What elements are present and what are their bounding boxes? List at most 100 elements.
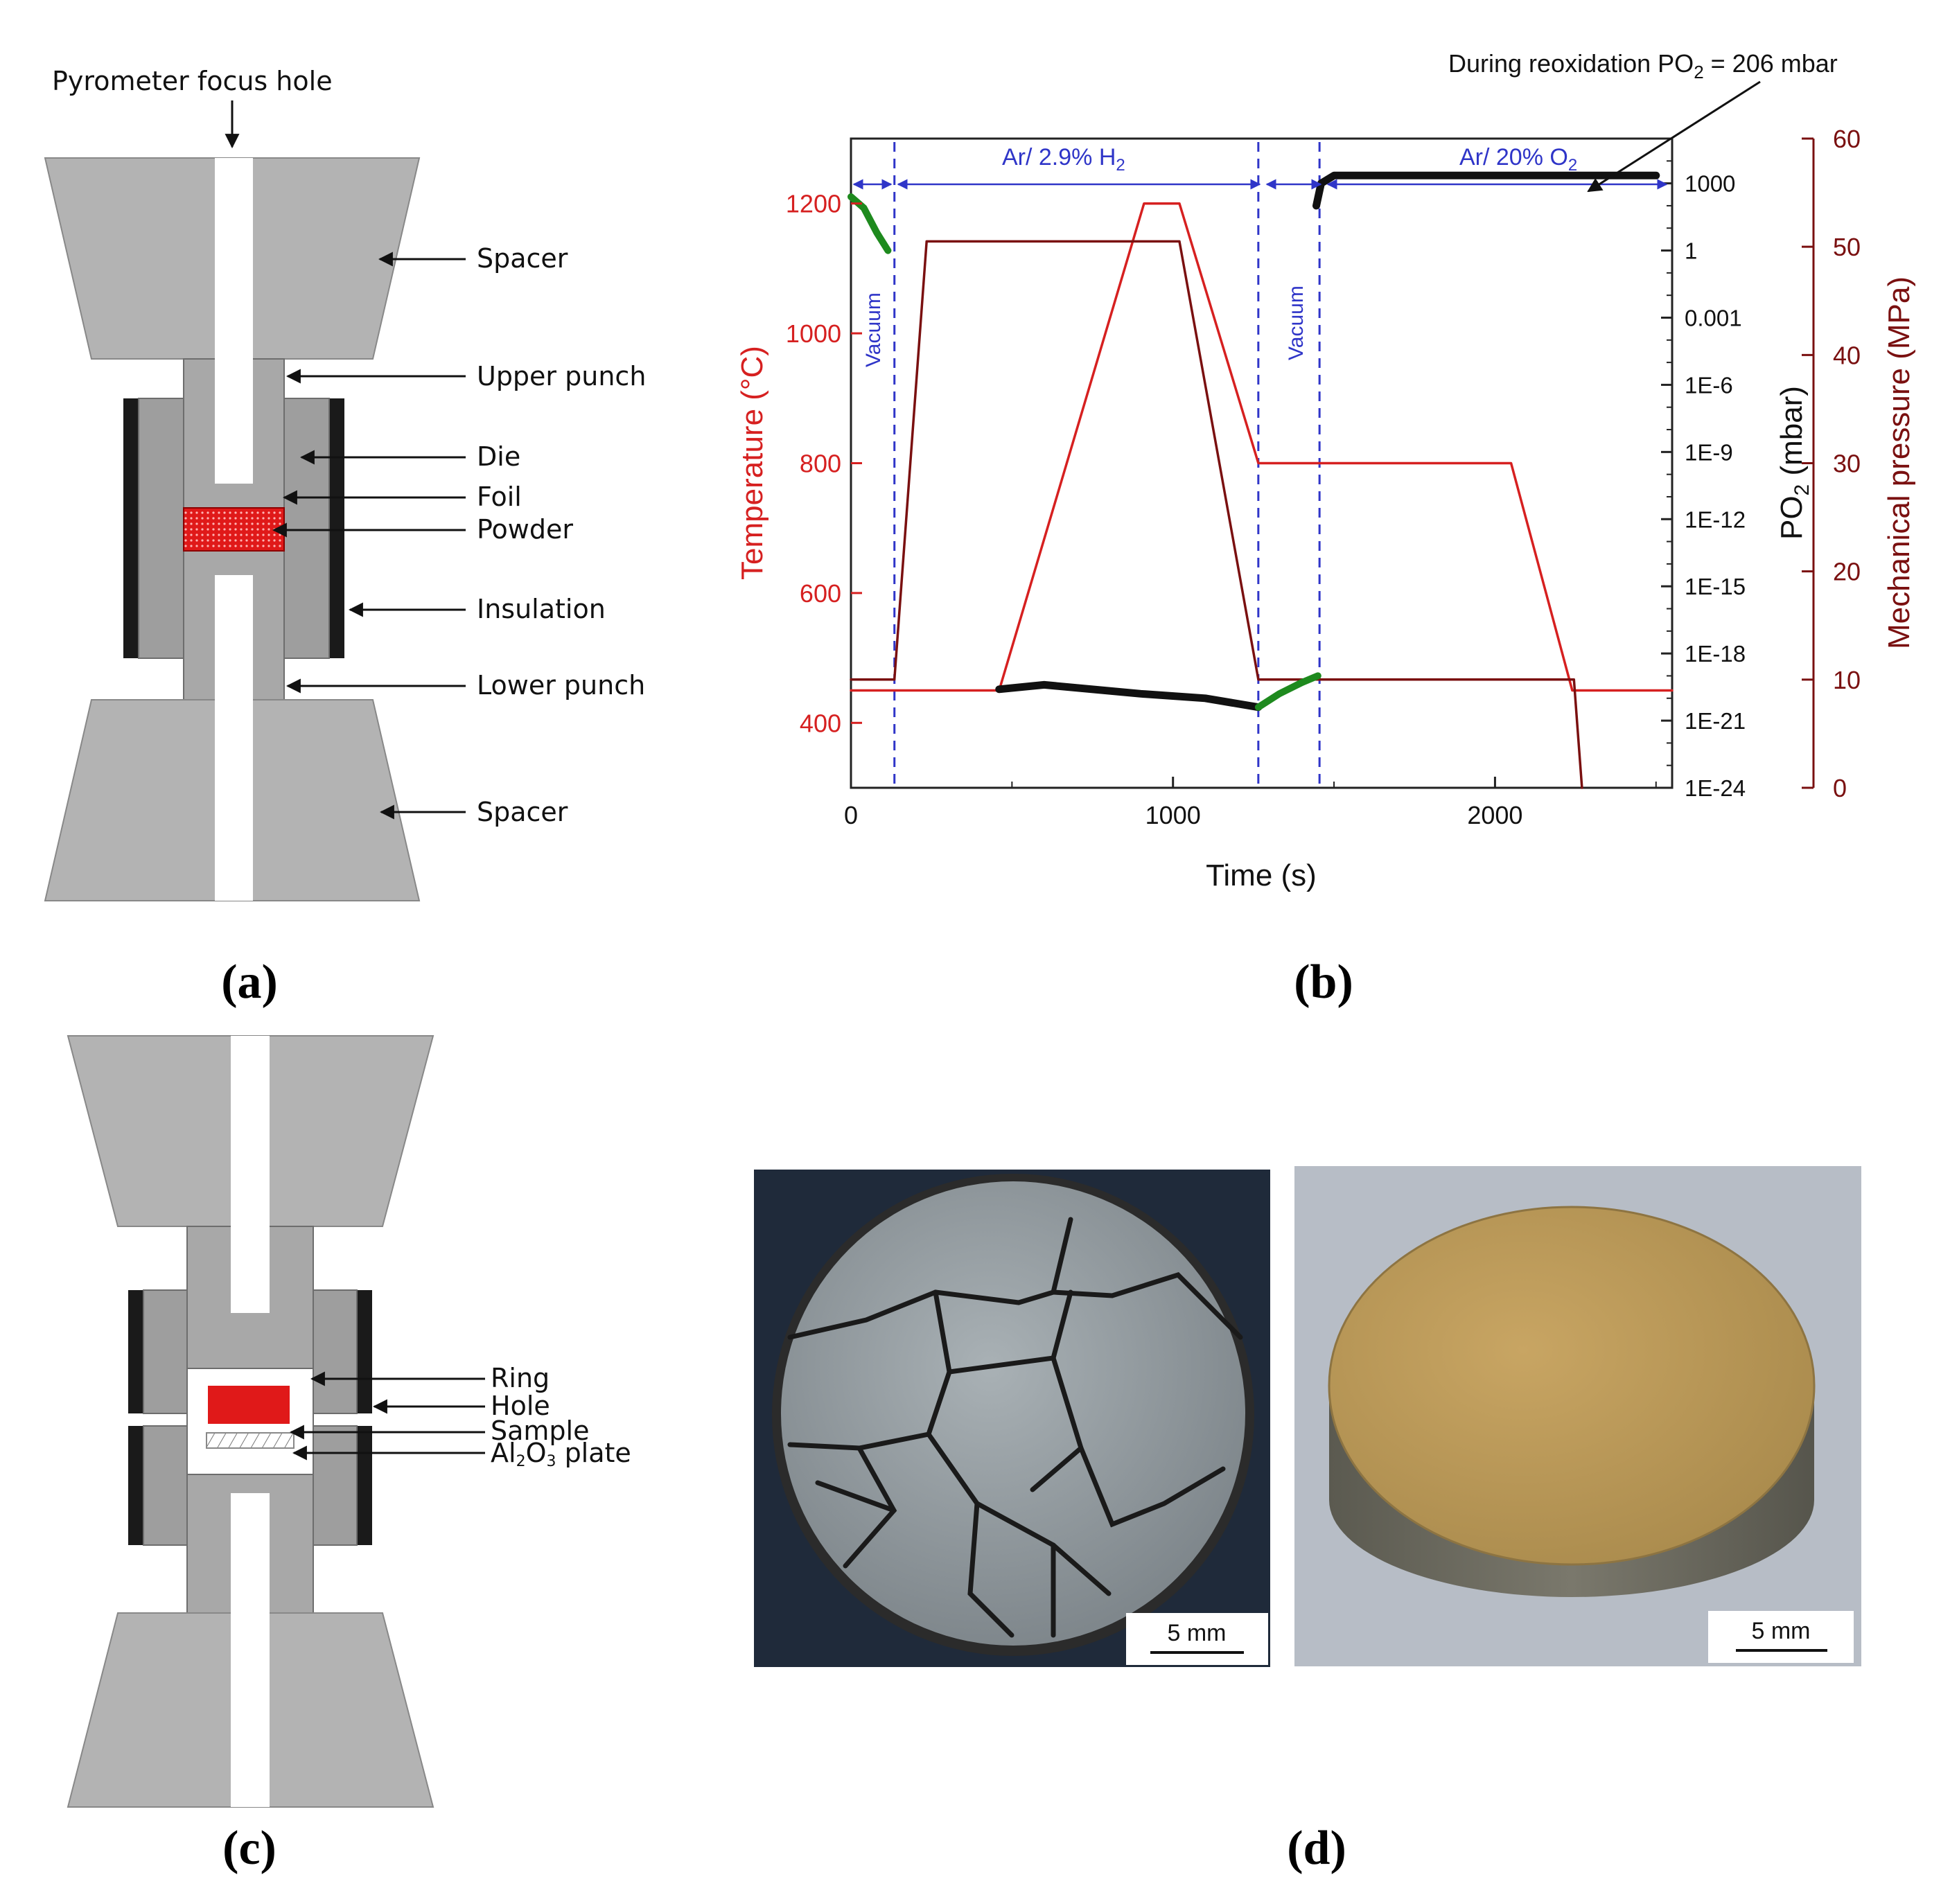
label-spacer-bottom: Spacer	[379, 797, 568, 827]
y-right-tick-label-3: 30	[1833, 450, 1861, 478]
temperature-line	[850, 202, 1674, 692]
y-mid-tick-label-6: 1E-15	[1685, 574, 1746, 599]
label-powder: Powder	[272, 514, 573, 545]
y-mid-tick-label-9: 1E-24	[1685, 775, 1746, 801]
c-channel-top	[231, 1036, 270, 1313]
photo-cracked-sample: 5 mm	[754, 1170, 1270, 1667]
c-die-lower-left	[143, 1425, 188, 1546]
x-tick-label-2: 2000	[1467, 801, 1522, 829]
svg-text:Lower punch: Lower punch	[477, 670, 645, 700]
y-right-tick-label-0: 0	[1833, 774, 1847, 802]
c-insulation-lower-left	[128, 1426, 143, 1545]
c-insulation-upper-right	[357, 1290, 372, 1413]
svg-text:Spacer: Spacer	[477, 797, 568, 827]
label-vacuum-1: Vacuum	[862, 292, 885, 367]
insulation-right	[329, 398, 344, 658]
y-right-tick-label-1: 10	[1833, 666, 1861, 694]
y-middle-title: PO2 (mbar)	[1775, 386, 1813, 540]
caption-c: (c)	[222, 1822, 276, 1875]
y-left-title: Temperature (°C)	[735, 346, 769, 580]
y-right-tick-label-6: 60	[1833, 125, 1861, 153]
y-mid-tick-label-1: 1	[1685, 238, 1697, 264]
pellet-edge	[1328, 1206, 1816, 1566]
c-die-lower-right	[313, 1425, 358, 1546]
label-spacer-top: Spacer	[378, 243, 568, 274]
x-tick-label-1: 1000	[1145, 801, 1201, 829]
label-insulation: Insulation	[348, 594, 606, 624]
caption-a: (a)	[221, 955, 278, 1009]
label-ar-o2: Ar/ 20% O2	[1459, 144, 1577, 175]
c-label-ring: Ring	[310, 1363, 550, 1393]
label-upper-punch: Upper punch	[286, 361, 646, 391]
svg-text:Sample: Sample	[491, 1416, 589, 1446]
pyrometer-channel-bottom	[215, 575, 253, 901]
c-sample	[208, 1386, 290, 1424]
scale-label-left: 5 mm	[1168, 1620, 1227, 1646]
y-mid-tick-label-0: 1000	[1685, 171, 1735, 197]
powder	[183, 507, 285, 552]
y-right-title: Mechanical pressure (MPa)	[1882, 276, 1916, 649]
c-label-sample: Sample	[289, 1416, 589, 1446]
c-label-plate: Al2O3 plate	[292, 1438, 631, 1470]
y-left-tick-label-0: 400	[800, 709, 841, 737]
po2-vacuum-2-line	[1254, 672, 1321, 711]
label-die: Die	[299, 441, 520, 472]
die-right	[283, 398, 330, 659]
x-title: Time (s)	[1206, 858, 1317, 892]
svg-text:Upper punch: Upper punch	[477, 361, 646, 391]
c-insulation-upper-left	[128, 1290, 143, 1413]
svg-text:Hole: Hole	[491, 1391, 550, 1421]
y-left-tick-label-3: 1000	[786, 319, 841, 348]
photo-intact-pellet: 5 mm	[1294, 1166, 1861, 1666]
y-left-tick-label-1: 600	[800, 579, 841, 608]
cracks	[787, 1217, 1243, 1638]
label-vacuum-2: Vacuum	[1285, 285, 1308, 360]
panel-c-diagram: Ring Hole Sample Al2O3 plate	[67, 1035, 631, 1808]
y-right-tick-label-2: 20	[1833, 558, 1861, 586]
c-insulation-lower-right	[357, 1426, 372, 1545]
pellet-top	[1329, 1207, 1814, 1564]
y-right-tick-label-4: 40	[1833, 341, 1861, 369]
svg-text:Insulation: Insulation	[477, 594, 606, 624]
pyrometer-channel-top	[215, 158, 253, 484]
y-right-tick-label-5: 50	[1833, 233, 1861, 261]
label-foil: Foil	[282, 482, 522, 512]
c-die-upper-left	[143, 1289, 188, 1414]
series-layer	[847, 171, 1674, 789]
x-tick-label-0: 0	[844, 801, 858, 829]
c-channel-bottom	[231, 1493, 270, 1807]
c-al2o3-plate	[206, 1432, 295, 1449]
label-reoxidation: During reoxidation PO2 = 206 mbar	[1448, 49, 1838, 82]
po2-reducing-line	[995, 680, 1263, 712]
y-mid-tick-label-7: 1E-18	[1685, 641, 1746, 667]
scale-label-right: 5 mm	[1752, 1618, 1811, 1644]
c-label-hole: Hole	[372, 1391, 550, 1421]
reoxidation-arrow	[1587, 80, 1761, 193]
y-left-tick-label-4: 1200	[786, 190, 841, 218]
label-lower-punch: Lower punch	[286, 670, 645, 700]
cracked-disk	[781, 1181, 1245, 1646]
y-mid-tick-label-2: 0.001	[1685, 305, 1742, 330]
scale-box-left	[1126, 1613, 1268, 1665]
y-left-tick-label-2: 800	[800, 450, 841, 478]
svg-text:Powder: Powder	[477, 514, 573, 545]
y-mid-tick-label-3: 1E-6	[1685, 372, 1733, 398]
label-ar-h2: Ar/ 2.9% H2	[1002, 144, 1125, 175]
svg-text:Die: Die	[477, 441, 520, 472]
po2-vacuum-1-line	[847, 193, 892, 254]
scale-box-right	[1708, 1611, 1854, 1663]
insulation-left	[123, 398, 139, 658]
y-mid-tick-label-4: 1E-9	[1685, 439, 1733, 465]
caption-d: (d)	[1287, 1822, 1346, 1875]
caption-b: (b)	[1294, 955, 1353, 1009]
svg-text:Foil: Foil	[477, 482, 522, 512]
svg-text:Spacer: Spacer	[477, 243, 568, 274]
svg-text:Al2O3 plate: Al2O3 plate	[491, 1438, 631, 1470]
pyrometer-title: Pyrometer focus hole	[52, 66, 333, 96]
y-mid-tick-label-8: 1E-21	[1685, 708, 1746, 734]
die-left	[138, 398, 184, 659]
y-mid-tick-label-5: 1E-12	[1685, 506, 1746, 532]
